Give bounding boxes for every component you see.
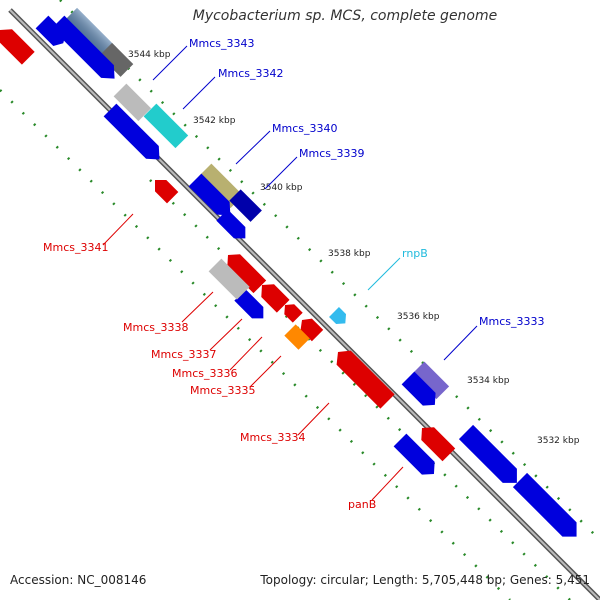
- gene-arrow-forward-10[interactable]: [35, 15, 70, 50]
- label-mmcs-3337: Mmcs_3337: [151, 348, 216, 361]
- gene-arrow-mmcs-3336[interactable]: [280, 300, 303, 323]
- rna-genes: [329, 307, 350, 328]
- label-mmcs-3341: Mmcs_3341: [43, 241, 108, 254]
- topology-text: Topology: circular; Length: 5,705,448 bp…: [260, 573, 590, 587]
- gene-arrow-mmcs-3337[interactable]: [256, 279, 290, 313]
- gene-arrow-mmcs-3342[interactable]: [143, 103, 189, 149]
- gene-arrow-forward-1[interactable]: [51, 15, 121, 85]
- ruler-label-3540: 3540 kbp: [260, 183, 303, 193]
- label-mmcs-3338: Mmcs_3338: [123, 321, 188, 334]
- gene-arrow-mmcs-3333[interactable]: [411, 361, 450, 400]
- gene-arrow-mmcs-3339[interactable]: [229, 189, 262, 222]
- label-mmcs-3333: Mmcs_3333: [479, 315, 544, 328]
- gene-arrow-lightgray[interactable]: [113, 83, 152, 122]
- gene-arrow-reverse-edge[interactable]: [0, 24, 35, 65]
- gene-arrow-forward-7[interactable]: [458, 424, 524, 490]
- ruler-label-3536: 3536 kbp: [397, 312, 440, 322]
- accession-text: Accession: NC_008146: [10, 573, 147, 587]
- gene-arrow-forward-6[interactable]: [401, 371, 442, 412]
- gene-arrow-forward-5[interactable]: [234, 289, 269, 324]
- gene-arrow-mmcs-3335[interactable]: [284, 324, 310, 350]
- gene-arrow-panb[interactable]: [416, 422, 456, 462]
- gene-labels: Mmcs_3343 Mmcs_3342 Mmcs_3340 Mmcs_3339 …: [43, 37, 544, 511]
- gene-arrow-mmcs-3341[interactable]: [149, 174, 179, 204]
- ruler-label-3538: 3538 kbp: [328, 249, 371, 259]
- gene-arrow-mmcs-3338[interactable]: [208, 258, 250, 300]
- gene-arrow-mmcs-3340[interactable]: [198, 163, 244, 209]
- label-mmcs-3334: Mmcs_3334: [240, 431, 305, 444]
- gene-arrow-forward-2[interactable]: [103, 103, 166, 166]
- gene-arrow-mmcs-3334[interactable]: [331, 345, 395, 409]
- label-mmcs-3340: Mmcs_3340: [272, 122, 337, 135]
- label-panb: panB: [348, 498, 376, 511]
- ruler-label-3534: 3534 kbp: [467, 376, 510, 386]
- gene-arrow-forward-3[interactable]: [188, 173, 237, 222]
- gene-arrow-mmcs-3338-red[interactable]: [222, 249, 267, 294]
- gene-arrow-gray[interactable]: [99, 42, 134, 77]
- reverse-genes: [0, 24, 456, 462]
- genome-backbone: [8, 8, 600, 600]
- map-title: Mycobacterium sp. MCS, complete genome: [192, 8, 498, 24]
- label-mmcs-3335: Mmcs_3335: [190, 384, 255, 397]
- ruler-label-3532: 3532 kbp: [537, 436, 580, 446]
- gene-arrow-forward-4[interactable]: [216, 209, 251, 244]
- label-mmcs-3339: Mmcs_3339: [299, 147, 364, 160]
- gene-arrow-forward-8[interactable]: [512, 472, 584, 544]
- gene-arrow-mmcs-3343[interactable]: [64, 7, 116, 60]
- gene-arrow-forward-9[interactable]: [393, 433, 441, 481]
- label-mmcs-3342: Mmcs_3342: [218, 67, 283, 80]
- forward-genes: [35, 7, 584, 544]
- label-mmcs-3343: Mmcs_3343: [189, 37, 254, 50]
- label-rnpb: rnpB: [402, 247, 428, 260]
- label-mmcs-3336: Mmcs_3336: [172, 367, 237, 380]
- ruler-label-3544: 3544 kbp: [128, 50, 171, 60]
- ruler-label-3542: 3542 kbp: [193, 116, 236, 126]
- label-leaders: [102, 45, 478, 501]
- ruler-labels: 3544 kbp 3542 kbp 3540 kbp 3538 kbp 3536…: [128, 50, 580, 446]
- gene-arrow-rnpb[interactable]: [329, 307, 350, 328]
